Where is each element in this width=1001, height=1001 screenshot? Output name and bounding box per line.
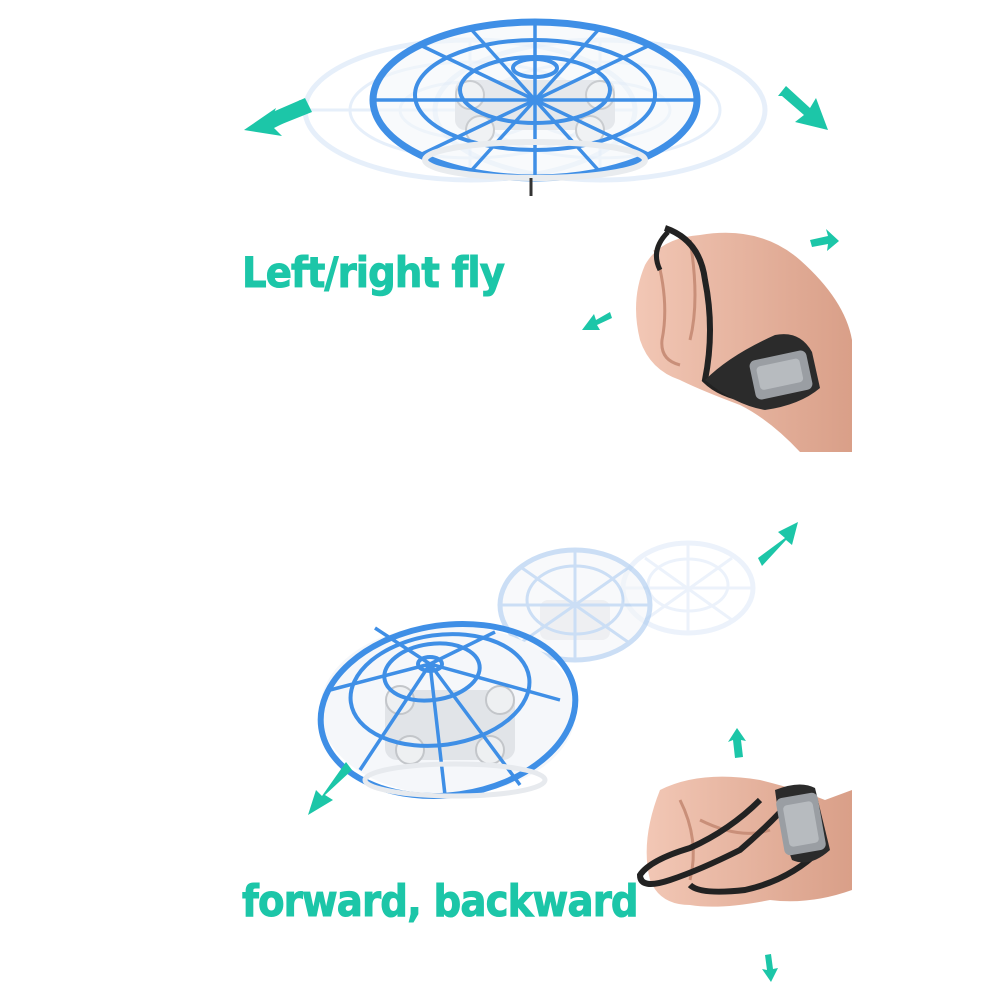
drone-bottom-ghost-mid [497,547,653,663]
drone-top [369,18,701,196]
drone-bottom [317,620,579,800]
arrow-hand-top-right [810,229,839,251]
caption-forward-backward: forward, backward [242,876,640,928]
caption-left-right-fly: Left/right fly [242,248,506,298]
arrow-bottom-down-left [308,762,352,815]
hand-bottom [636,776,852,907]
arrow-hand-top-left [582,312,612,330]
hand-top [636,225,852,452]
arrow-top-right [778,86,828,130]
arrow-hand-bottom-up [728,728,746,758]
arrow-top-left [244,98,312,136]
arrow-hand-bottom-down [762,954,778,982]
arrow-bottom-up-right [758,522,798,566]
